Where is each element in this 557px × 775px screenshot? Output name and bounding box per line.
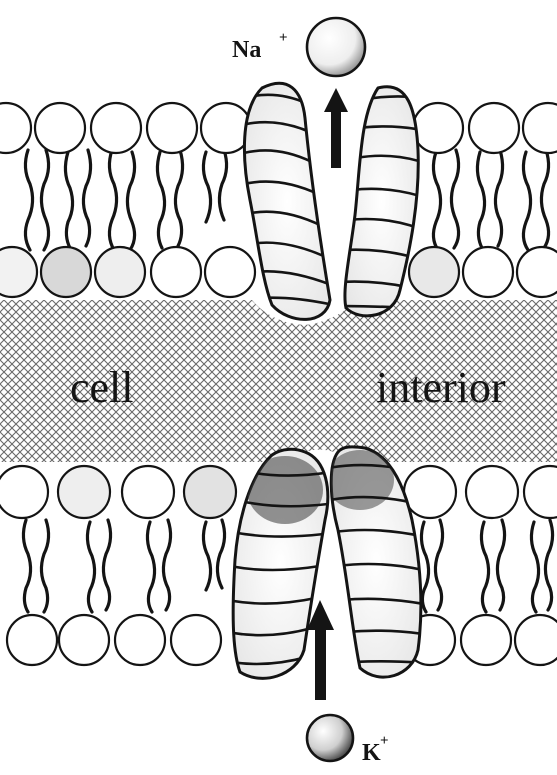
potassium-ion-label: K xyxy=(362,740,381,766)
sodium-ion-charge: + xyxy=(279,30,288,46)
sodium-ion-sphere-icon xyxy=(307,18,365,76)
potassium-flow-up-arrow-icon xyxy=(307,600,334,700)
cell-interior-label-left: cell xyxy=(70,363,134,412)
cell-interior-label-right: interior xyxy=(376,363,506,412)
potassium-ion-charge: + xyxy=(380,733,389,749)
sodium-channel-left-subunit xyxy=(244,83,330,319)
potassium-channel-protein xyxy=(228,447,436,679)
sodium-flow-up-arrow-icon xyxy=(324,88,348,168)
potassium-ion-sphere-icon xyxy=(307,715,353,761)
sodium-ion-label: Na xyxy=(232,37,261,63)
sodium-channel-protein xyxy=(238,83,422,319)
